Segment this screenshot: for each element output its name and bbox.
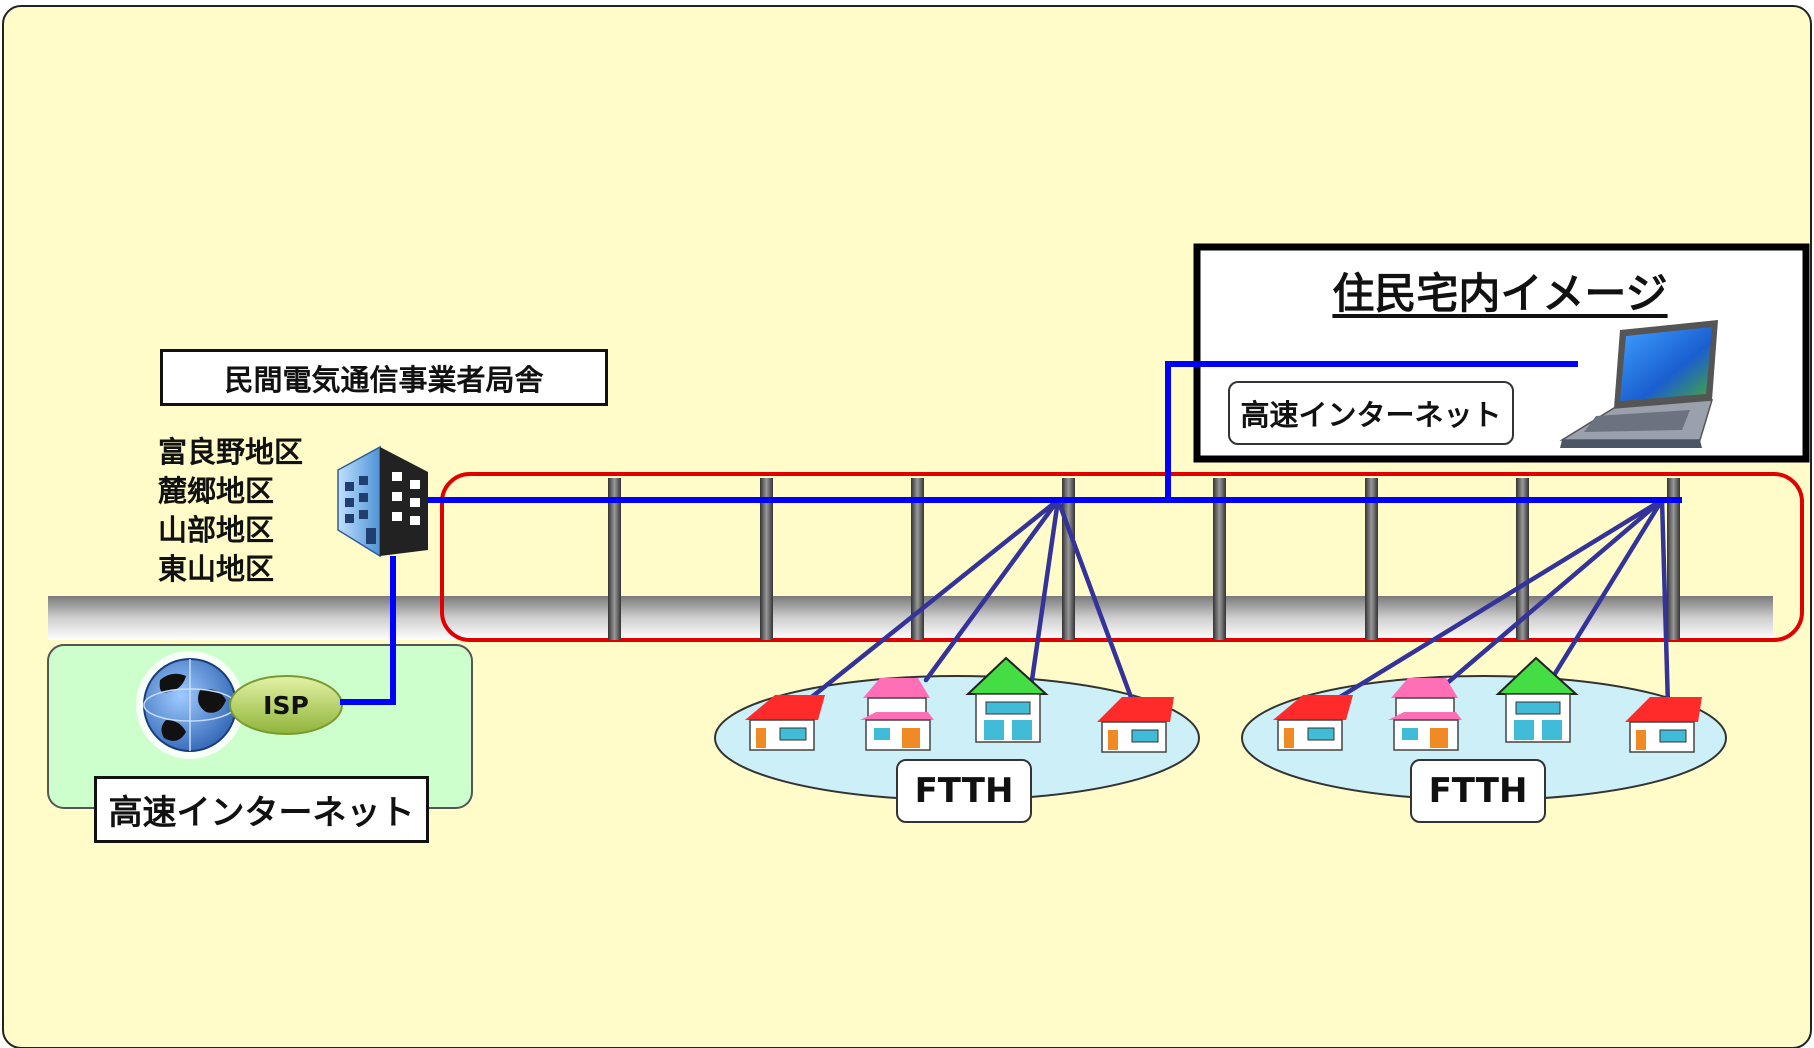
resident-panel-title: 住民宅内イメージ [1332, 268, 1668, 318]
utility-pole-icon [1516, 478, 1529, 640]
utility-pole-icon [760, 478, 773, 640]
house-icon [745, 695, 825, 751]
area-item: 富良野地区 [158, 435, 304, 469]
utility-pole-icon [911, 478, 924, 640]
house-icon [1097, 697, 1174, 753]
utility-pole-icon [608, 478, 621, 640]
area-list: 富良野地区 麓郷地区 山部地区 東山地区 [158, 433, 303, 589]
area-item: 麓郷地区 [158, 474, 275, 508]
house-icon [965, 656, 1049, 743]
utility-pole-icon [1213, 478, 1226, 640]
overhead-line-outline [440, 472, 1804, 642]
house-icon [1625, 697, 1702, 753]
internet-label-main: 高速インターネット [94, 776, 429, 843]
building-icon [337, 445, 428, 558]
house-icon [1495, 656, 1579, 743]
utility-pole-icon [1667, 478, 1680, 640]
ftth-label-2: FTTH [1410, 759, 1546, 823]
ftth-label-1: FTTH [896, 759, 1032, 823]
resident-internet-label: 高速インターネット [1228, 381, 1514, 445]
house-icon [860, 678, 934, 751]
house-icon [1388, 678, 1462, 751]
drop-lines [805, 497, 1671, 711]
house-icon [1273, 695, 1353, 751]
utility-pole-icon [1365, 478, 1378, 640]
area-item: 山部地区 [158, 513, 275, 547]
fiber-lines [340, 361, 1682, 705]
isp-label: ISP [263, 690, 309, 720]
laptop-icon [1559, 320, 1718, 448]
office-label: 民間電気通信事業者局舎 [160, 349, 608, 406]
globe-icon [136, 651, 244, 759]
area-item: 東山地区 [158, 552, 275, 586]
